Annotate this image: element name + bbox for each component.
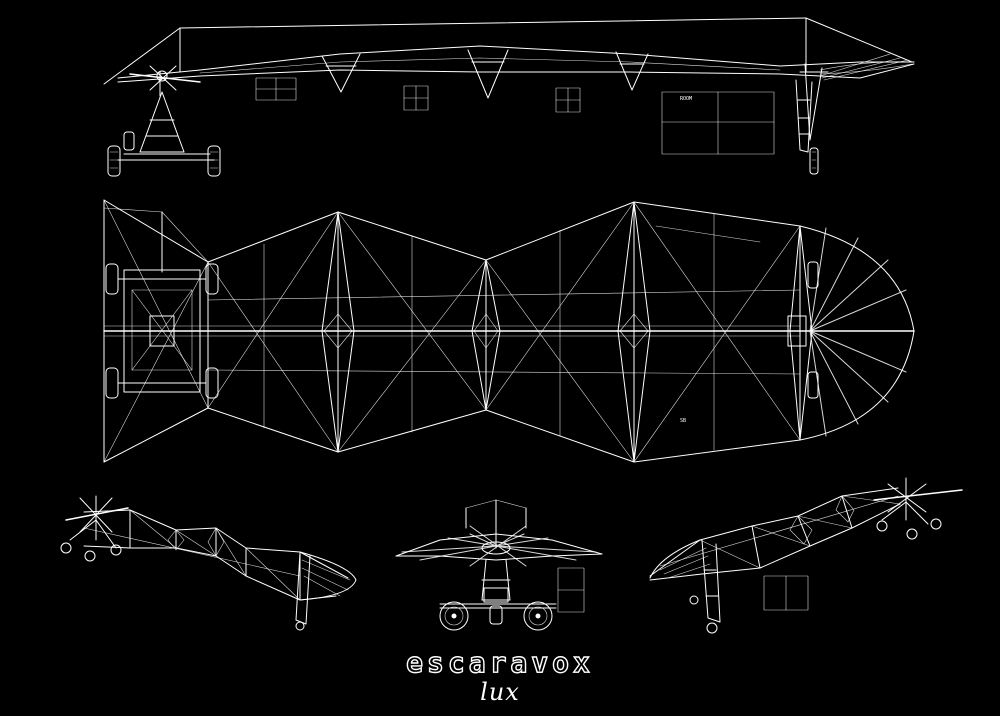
svg-text:SB: SB (680, 418, 686, 424)
front-view (395, 499, 603, 631)
svg-text:ROOM: ROOM (680, 96, 692, 102)
perspective-right-view (649, 477, 963, 634)
top-plan-view: SB (103, 199, 915, 463)
brand-logo: escaravox (405, 646, 594, 679)
perspective-left-view (60, 495, 357, 631)
brand-subtitle: lux (480, 678, 520, 706)
side-elevation-view: ROOM (103, 17, 915, 177)
